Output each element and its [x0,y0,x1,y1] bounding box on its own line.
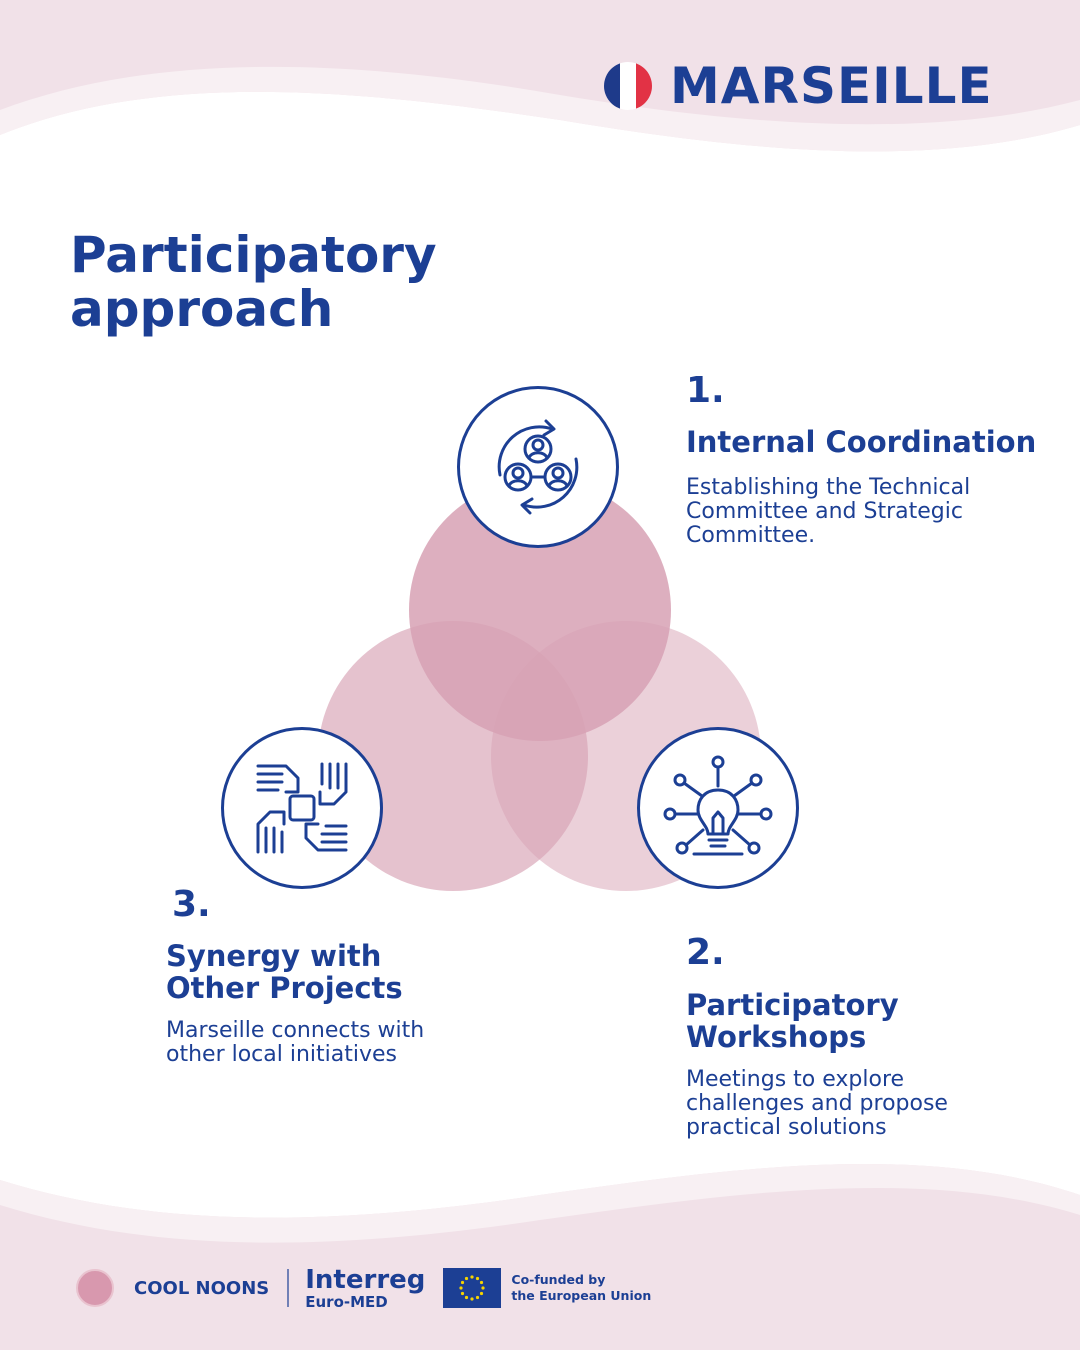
cool-noons-logo-icon [76,1269,114,1307]
step-1-desc-line: Establishing the Technical [686,475,971,500]
page-title-line1: Participatory [70,226,437,284]
step-3-title-line: Synergy with [166,939,382,973]
step-3-title-line: Other Projects [166,971,403,1005]
step-1-desc-line: Committee and Strategic [686,499,963,524]
step-2-number: 2. [686,932,725,973]
lightbulb-network-icon [637,727,799,889]
page-title-line2: approach [70,280,334,338]
bottom-wave [0,1164,1080,1350]
eu-line1: Co-funded by [511,1272,606,1287]
step-3-number: 3. [172,884,211,925]
france-flag-icon [604,62,652,110]
step-2-description: Meetings to explore challenges and propo… [686,1068,1046,1140]
top-wave [0,0,1080,152]
step-2-title: Participatory Workshops [686,989,1046,1053]
step-1-description: Establishing the Technical Committee and… [686,476,1046,548]
eu-cofunded-text: Co-funded by the European Union [511,1272,651,1304]
step-1-title: Internal Coordination [686,425,1037,459]
step-1-number: 1. [686,370,725,411]
footer-divider [287,1269,290,1307]
step-2-desc-line: Meetings to explore [686,1067,905,1092]
eu-line2: the European Union [511,1288,652,1303]
eu-flag-icon [443,1268,502,1308]
step-3-description: Marseille connects with other local init… [166,1019,526,1067]
team-cycle-icon [457,386,619,548]
joined-hands-icon [221,727,383,889]
step-3-title: Synergy with Other Projects [166,940,526,1004]
page-title: Participatory approach [70,228,530,336]
top-wave-highlight [0,66,1080,152]
bottom-wave-highlight [0,1164,1080,1243]
step-1-desc-line: Committee. [686,523,816,548]
brand-name: COOL NOONS [134,1277,270,1299]
city-name: MARSEILLE [670,57,993,115]
step-2-title-line: Workshops [686,1020,867,1054]
interreg-line2: Euro-MED [305,1292,388,1311]
city-header: MARSEILLE [604,54,993,118]
step-3-desc-line: Marseille connects with [166,1018,425,1043]
footer-logos: COOL NOONS Interreg Euro-MED Co-funded [76,1266,651,1310]
interreg-line1: Interreg [305,1264,426,1295]
venn-circle-top [409,479,671,741]
step-2-desc-line: practical solutions [686,1115,887,1140]
interreg-logo: Interreg Euro-MED [305,1267,425,1310]
step-2-desc-line: challenges and propose [686,1091,948,1116]
step-3-desc-line: other local initiatives [166,1042,397,1067]
step-2-title-line: Participatory [686,988,899,1022]
